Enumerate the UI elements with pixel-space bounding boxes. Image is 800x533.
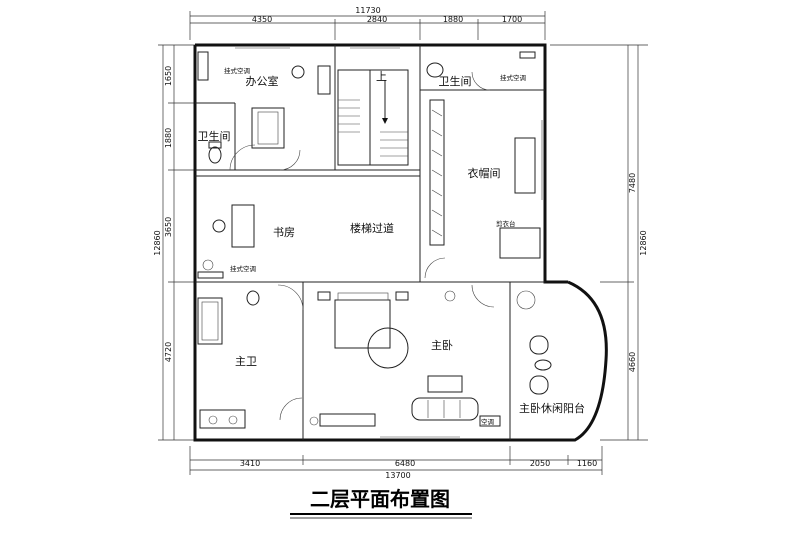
dim-left-seg-4: 4720 — [164, 342, 173, 362]
ac-office-label: 挂式空调 — [224, 66, 250, 75]
dim-bottom-seg-2: 6480 — [395, 459, 415, 468]
staircase: 上 — [337, 69, 409, 166]
dim-left-total: 12860 — [153, 230, 162, 255]
plan-title: 二层平面布置图 — [310, 487, 450, 511]
drawing-title: 二层平面布置图 — [290, 487, 472, 519]
room-wardrobe: 衣帽间 — [468, 166, 501, 180]
dim-bottom-seg-3: 2050 — [530, 459, 550, 468]
furniture — [197, 51, 552, 429]
room-study: 书房 — [273, 226, 295, 239]
room-labels: 办公室 卫生间 卫生间 书房 楼梯过道 衣帽间 主卫 主卧 主卧休闲阳台 — [198, 74, 586, 415]
walls — [193, 43, 608, 442]
ac-wc-label: 挂式空调 — [500, 73, 526, 82]
room-master-bed: 主卧 — [431, 339, 453, 352]
left-dimensions: 12860 1650 1880 3650 4720 — [153, 44, 195, 441]
dim-top-seg-1: 4350 — [252, 15, 272, 24]
dim-top-seg-3: 1880 — [443, 15, 463, 24]
room-office: 办公室 — [246, 74, 279, 88]
dim-right-outer: 12860 — [639, 230, 648, 255]
dim-left-seg-1: 1650 — [164, 66, 173, 86]
right-dimensions: 12860 7480 4660 — [550, 44, 648, 441]
top-dimensions: 11730 4350 2840 1880 1700 — [189, 6, 546, 40]
dim-top-seg-2: 2840 — [367, 15, 387, 24]
dim-right-lower: 4660 — [628, 352, 637, 372]
room-wc-right: 卫生间 — [439, 74, 472, 88]
room-wc-left: 卫生间 — [198, 129, 231, 143]
dim-bottom-total: 13700 — [385, 471, 410, 480]
room-master-bath: 主卫 — [235, 355, 257, 368]
dress-table-label: 剪衣台 — [496, 219, 516, 228]
dim-bottom-seg-1: 3410 — [240, 459, 260, 468]
dim-left-seg-2: 1880 — [164, 128, 173, 148]
doors — [229, 71, 495, 421]
room-balcony: 主卧休闲阳台 — [519, 401, 585, 415]
dim-top-total: 11730 — [355, 6, 380, 15]
dim-right-upper: 7480 — [628, 173, 637, 193]
room-corridor: 楼梯过道 — [350, 221, 394, 235]
dim-top-seg-4: 1700 — [502, 15, 522, 24]
annotation-labels: 挂式空调 挂式空调 挂式空调 空调 剪衣台 — [224, 66, 526, 426]
dim-left-seg-3: 3650 — [164, 217, 173, 237]
ac-bed-label: 空调 — [481, 417, 494, 426]
stair-up-label: 上 — [376, 70, 387, 83]
bottom-dimensions: 3410 6480 2050 1160 13700 — [189, 446, 603, 480]
dim-bottom-seg-4: 1160 — [577, 459, 597, 468]
ac-study-label: 挂式空调 — [230, 264, 256, 273]
